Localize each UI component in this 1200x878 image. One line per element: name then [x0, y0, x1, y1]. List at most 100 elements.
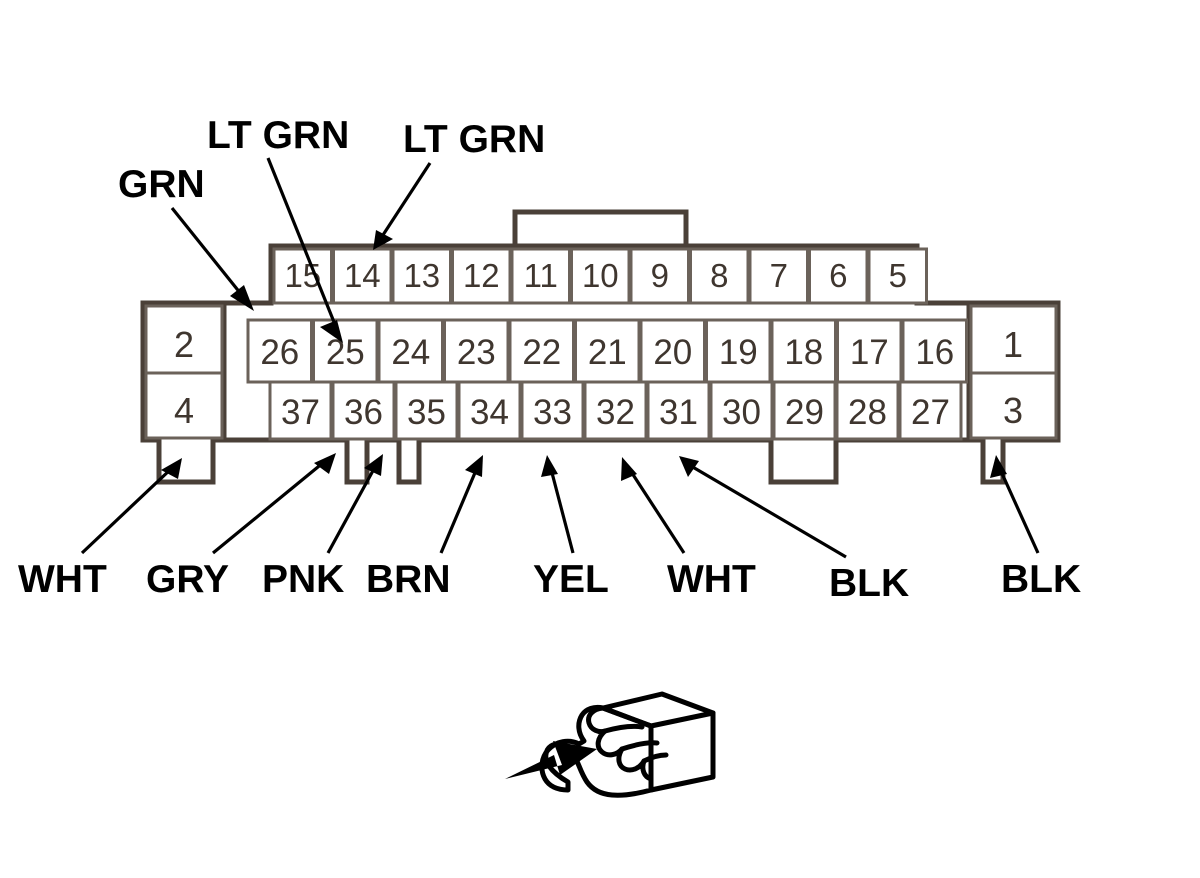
pin-label-30: 30 — [722, 393, 761, 432]
bottom-callout-leaders — [80, 453, 1040, 559]
pin-cell-34 — [457, 380, 522, 441]
hand-finger-lines — [602, 723, 669, 764]
pin-cell-2 — [144, 304, 224, 375]
pin-label-9: 9 — [651, 257, 669, 294]
hand-holding-connector-illustration — [505, 691, 716, 798]
left-side-pin-group: 2 4 — [144, 304, 224, 440]
label-wht-2: WHT — [667, 558, 756, 601]
label-lt-grn-1: LT GRN — [207, 114, 349, 157]
connector-outer-body — [140, 243, 1061, 485]
leader-blk-1-arrowhead — [679, 456, 699, 477]
pin-label-8: 8 — [710, 257, 728, 294]
pin-cell-3 — [969, 371, 1058, 440]
pin-label-27: 27 — [911, 393, 950, 432]
leader-lt-grn-2 — [379, 162, 432, 239]
leader-wht-1 — [80, 466, 174, 555]
leader-blk-2-arrowhead — [990, 455, 1007, 478]
pin-cell-29 — [772, 380, 837, 441]
pin-label-3: 3 — [1003, 390, 1023, 431]
label-grn: GRN — [118, 163, 205, 206]
pin-cell-33 — [520, 380, 585, 441]
pin-cell-10 — [570, 247, 631, 305]
pin-label-4: 4 — [174, 390, 194, 431]
pin-label-12: 12 — [463, 257, 500, 294]
label-pnk: PNK — [262, 558, 344, 601]
right-side-pin-group: 1 3 — [969, 304, 1058, 440]
leader-lt-grn-2-arrowhead — [373, 230, 393, 250]
pin-cell-28 — [835, 380, 900, 441]
pin-label-18: 18 — [784, 333, 823, 372]
leader-yel — [549, 468, 575, 554]
pin-label-1: 1 — [1003, 324, 1023, 365]
leader-lt-grn-1 — [266, 157, 338, 328]
pin-cell-11 — [510, 247, 571, 305]
pin-label-22: 22 — [522, 333, 561, 372]
leader-brn — [439, 467, 479, 554]
label-yel: YEL — [533, 558, 609, 601]
pin-label-24: 24 — [391, 333, 430, 372]
pin-cell-36 — [331, 380, 396, 441]
leader-gry — [211, 460, 326, 555]
pin-label-10: 10 — [582, 257, 619, 294]
leader-lt-grn-1-arrowhead — [320, 320, 343, 343]
leader-grn-arrowhead — [230, 285, 254, 311]
label-brn: BRN — [366, 558, 451, 601]
pin-label-33: 33 — [533, 393, 572, 432]
pin-label-2: 2 — [174, 324, 194, 365]
pin-cell-30 — [709, 380, 774, 441]
pin-cell-20 — [639, 318, 706, 384]
pin-cell-18 — [770, 318, 837, 384]
pin-label-5: 5 — [889, 257, 907, 294]
pin-cell-31 — [646, 380, 711, 441]
pin-cell-19 — [705, 318, 772, 384]
pin-label-26: 26 — [260, 333, 299, 372]
pin-cell-5 — [867, 247, 928, 305]
connector-latch-bracket — [512, 209, 689, 246]
pin-cell-27 — [898, 380, 963, 441]
pin-label-36: 36 — [344, 393, 383, 432]
leader-blk-1 — [690, 464, 847, 559]
pin-label-11: 11 — [524, 257, 558, 294]
pin-label-17: 17 — [850, 333, 889, 372]
label-lt-grn-2: LT GRN — [403, 118, 545, 161]
pin-cell-9 — [629, 247, 690, 305]
pin-label-34: 34 — [470, 393, 509, 432]
leader-yel-arrowhead — [541, 455, 558, 477]
pin-label-35: 35 — [407, 393, 446, 432]
pin-label-14: 14 — [344, 257, 381, 294]
pin-label-25: 25 — [326, 333, 365, 372]
pin-cell-17 — [836, 318, 903, 384]
pin-label-23: 23 — [457, 333, 496, 372]
pin-cell-22 — [508, 318, 575, 384]
pin-label-13: 13 — [403, 257, 440, 294]
push-direction-arrow-icon — [505, 741, 597, 779]
leader-pnk — [326, 466, 377, 554]
pin-label-7: 7 — [770, 257, 788, 294]
pin-label-28: 28 — [848, 393, 887, 432]
leader-wht-1-arrowhead — [161, 458, 182, 479]
top-callout-leaders — [170, 157, 432, 343]
leader-wht-2 — [628, 469, 686, 554]
pin-cell-21 — [574, 318, 641, 384]
pin-cell-25 — [312, 318, 379, 384]
leader-blk-2 — [998, 468, 1040, 554]
pin-label-6: 6 — [829, 257, 847, 294]
pin-label-32: 32 — [596, 393, 635, 432]
pin-label-31: 31 — [659, 393, 698, 432]
hand-icon — [539, 704, 654, 798]
pin-label-21: 21 — [588, 333, 627, 372]
pin-cell-12 — [451, 247, 512, 305]
pin-cell-4 — [144, 371, 224, 440]
pin-cell-8 — [689, 247, 750, 305]
label-wht-1: WHT — [18, 558, 107, 601]
leader-wht-2-arrowhead — [621, 457, 637, 481]
pin-label-29: 29 — [785, 393, 824, 432]
pin-cell-37 — [268, 380, 333, 441]
pin-cell-32 — [583, 380, 648, 441]
pin-label-19: 19 — [719, 333, 758, 372]
